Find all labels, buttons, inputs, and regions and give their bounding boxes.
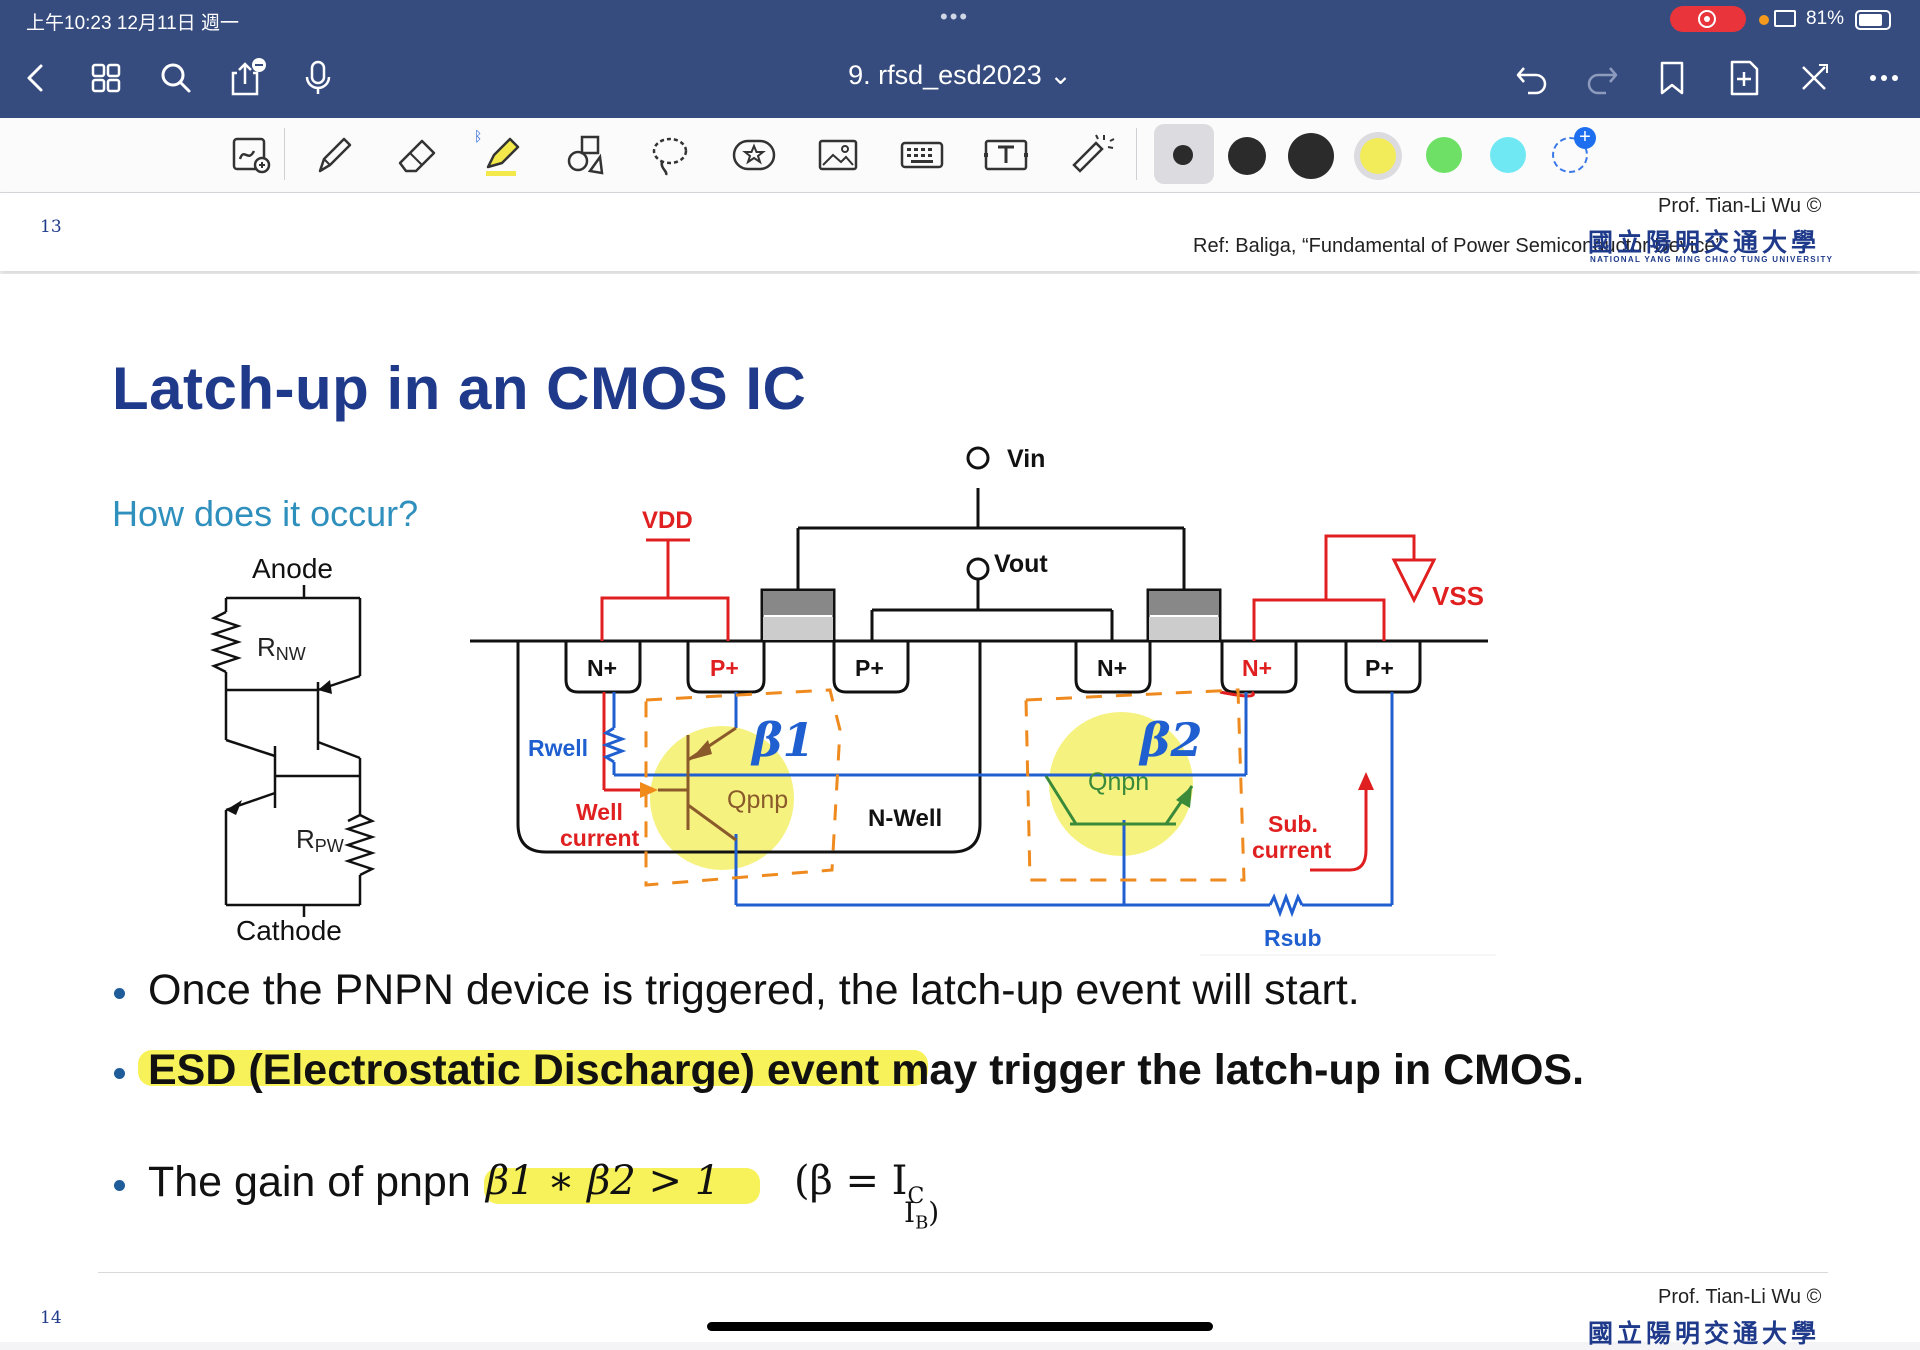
svg-text:P+: P+ (710, 655, 739, 681)
svg-text:RNW: RNW (257, 632, 306, 664)
home-indicator[interactable] (707, 1322, 1213, 1331)
add-color-button[interactable]: + (1552, 127, 1596, 173)
bullet-marker (114, 1180, 125, 1191)
color-cyan-swatch[interactable] (1490, 137, 1526, 173)
color-yellow-selected-ring[interactable] (1354, 132, 1402, 180)
screen-mirror-icon (1774, 10, 1796, 27)
svg-text:P+: P+ (1365, 655, 1394, 681)
plus-icon: + (1574, 127, 1596, 149)
page-number: 13 (40, 217, 62, 237)
app-nav-bar: 9. rfsd_esd2023 ⌄ (0, 38, 1920, 118)
add-page-icon[interactable] (1722, 56, 1766, 100)
gain-equation: β1 ∗ β2 > 1 (486, 1158, 721, 1204)
svg-text:RPW: RPW (296, 824, 344, 856)
status-time: 上午10:23 12月11日 週一 (26, 13, 239, 34)
keyboard-tool-icon[interactable] (894, 127, 950, 183)
pen-size-large-swatch[interactable] (1288, 133, 1334, 179)
battery-icon (1855, 10, 1891, 30)
qpnp-label: Qpnp (727, 786, 788, 814)
beta2-label: β2 (1138, 713, 1203, 767)
svg-text:ᛒ: ᛒ (474, 129, 482, 145)
rsub-label: Rsub (1264, 925, 1322, 951)
svg-text:Well: Well (576, 799, 623, 825)
cathode-label: Cathode (236, 915, 342, 946)
svg-text:current: current (560, 825, 640, 851)
page-13-bottom: 13 Prof. Tian-Li Wu © Ref: Baliga, “Fund… (0, 193, 1920, 271)
nwell-label: N-Well (868, 805, 942, 832)
page-divider (98, 1272, 1828, 1273)
highlighter-tool-icon[interactable]: ᛒ (474, 127, 530, 183)
bullet-2: ESD (Electrostatic Discharge) event may … (148, 1046, 1585, 1094)
back-icon[interactable] (14, 56, 58, 100)
university-logo-text: 國立陽明交通大學 (1588, 229, 1821, 257)
rwell-label: Rwell (528, 735, 588, 761)
svg-text:current: current (1252, 837, 1332, 863)
share-icon[interactable] (224, 56, 268, 100)
bullet-3: The gain of pnpn (148, 1158, 471, 1206)
pen-tool-icon[interactable] (306, 127, 362, 183)
beta-formula: (β = IC (794, 1158, 925, 1209)
pen-size-small-swatch[interactable] (1173, 145, 1193, 165)
screen-record-indicator[interactable] (1670, 6, 1746, 32)
svg-text:N+: N+ (587, 655, 617, 681)
lasso-tool-icon[interactable] (642, 127, 698, 183)
beta-formula-denominator: IB) (904, 1196, 940, 1234)
microphone-icon[interactable] (296, 56, 340, 100)
search-icon[interactable] (154, 56, 198, 100)
svg-text:Sub.: Sub. (1268, 811, 1318, 837)
page-number: 14 (40, 1308, 62, 1328)
vdd-label: VDD (642, 507, 693, 534)
page-14 (0, 274, 1920, 1342)
shapes-tool-icon[interactable] (558, 127, 614, 183)
bullet-marker (114, 988, 125, 999)
highlight-stroke (138, 1050, 928, 1086)
highlight-stroke (484, 1168, 760, 1204)
svg-text:P+: P+ (855, 655, 884, 681)
redo-icon[interactable] (1580, 56, 1624, 100)
svg-text:N+: N+ (1097, 655, 1127, 681)
more-icon[interactable] (1862, 56, 1906, 100)
university-logo-english: NATIONAL YANG MING CHIAO TUNG UNIVERSITY (1590, 255, 1834, 264)
mic-in-use-indicator (1759, 15, 1769, 25)
pen-size-medium-swatch[interactable] (1228, 137, 1266, 175)
bullet-1: Once the PNPN device is triggered, the l… (148, 966, 1360, 1014)
bookmark-icon[interactable] (1650, 56, 1694, 100)
slide-subheading: How does it occur? (112, 493, 419, 534)
sticker-tool-icon[interactable] (726, 127, 782, 183)
close-pen-icon[interactable] (1792, 56, 1836, 100)
battery-percent: 81% (1806, 8, 1845, 29)
beta1-label: β1 (750, 713, 815, 767)
undo-icon[interactable] (1510, 56, 1554, 100)
laser-pointer-tool-icon[interactable] (1062, 127, 1118, 183)
record-icon (1698, 10, 1716, 28)
image-tool-icon[interactable] (810, 127, 866, 183)
reference-text: Ref: Baliga, “Fundamental of Power Semic… (1193, 235, 1723, 257)
multitask-dots[interactable]: ••• (940, 4, 970, 29)
status-bar: 上午10:23 12月11日 週一 ••• 81% (0, 0, 1920, 38)
professor-credit: Prof. Tian-Li Wu © (1658, 1286, 1822, 1308)
anode-label: Anode (252, 553, 333, 584)
qnpn-label: Qnpn (1088, 768, 1149, 796)
university-logo-text: 國立陽明交通大學 (1588, 1320, 1821, 1348)
eraser-tool-icon[interactable] (390, 127, 446, 183)
zoom-write-tool-icon[interactable] (224, 127, 280, 183)
vout-label: Vout (994, 550, 1048, 578)
professor-credit: Prof. Tian-Li Wu © (1658, 195, 1822, 217)
text-tool-icon[interactable] (978, 127, 1034, 183)
svg-text:N+: N+ (1242, 655, 1272, 681)
slide-title: Latch-up in an CMOS IC (112, 355, 807, 422)
drawing-toolbar: ᛒ + (0, 118, 1920, 193)
color-green-swatch[interactable] (1426, 137, 1462, 173)
grid-icon[interactable] (84, 56, 128, 100)
vss-label: VSS (1432, 581, 1484, 611)
document-title-menu[interactable]: 9. rfsd_esd2023 ⌄ (848, 60, 1072, 90)
bullet-marker (114, 1068, 125, 1079)
vin-label: Vin (1007, 445, 1045, 473)
